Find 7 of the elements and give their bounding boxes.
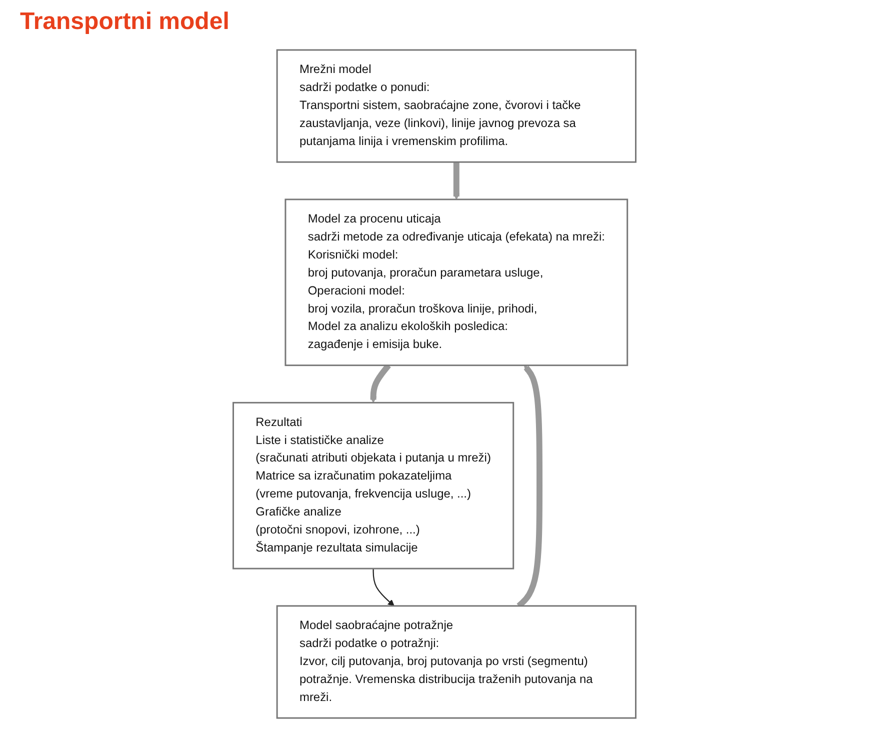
- node-box: Rezultati Liste i statističke analize (sračunati atributi objekata i putanja u mreži) Matrice sa izračunatim pokazateljima (vreme putovanja, frekvencija usluge, ...) Grafičke analize (protočni snopovi, izohrone, ...) Štampanje rezultata simulacije: [232, 402, 514, 570]
- node-box: Model za procenu uticaja sadrži metode za određivanje uticaja (efekata) na mreži: Korisnički model: broj putovanja, proračun parametara usluge, Operacioni model: broj vozila, proračun troškova linije, prihodi, Model za analizu ekoloških posledica: zagađenje i emisija buke.: [284, 198, 628, 366]
- arrow: [453, 162, 460, 200]
- diagram-title: Transportni model: [20, 8, 230, 36]
- node-box: Mrežni model sadrži podatke o ponudi: Transportni sistem, saobraćajne zone, čvorovi i tačke zaustavljanja, veze (linkovi), linije javnog prevoza sa putanjama linija i vremenskim profilima.: [276, 49, 636, 163]
- arrow: [372, 568, 394, 606]
- node-box: Model saobraćajne potražnje sadrži podatke o potražnji: Izvor, cilj putovanja, broj putovanja po vrsti (segmentu) potražnje. Vremenska distribucija traženih putovanja na mreži.: [276, 605, 636, 719]
